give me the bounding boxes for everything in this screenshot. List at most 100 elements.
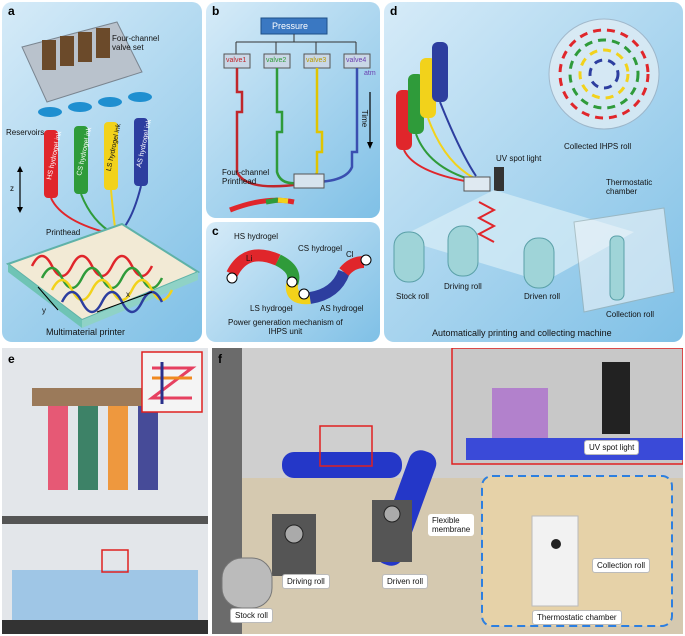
base-e bbox=[2, 620, 208, 634]
four-channel-printhead bbox=[293, 173, 325, 189]
panel-c-caption: Power generation mechanism of IHPS unit bbox=[228, 318, 343, 336]
hs-segment bbox=[226, 249, 281, 278]
trace-valve4 bbox=[311, 68, 359, 184]
driven-roll-label-d: Driven roll bbox=[524, 292, 561, 301]
thermo-label-f: Thermostatic chamber bbox=[532, 610, 622, 625]
atm-label: atm bbox=[364, 70, 376, 77]
stock-roll-d bbox=[393, 231, 425, 283]
panel-e-photo bbox=[2, 348, 208, 634]
panel-a-label: a bbox=[8, 4, 15, 18]
ink-cartridge-cs bbox=[74, 126, 88, 194]
minus-charge-1 bbox=[298, 288, 310, 300]
ls-label: LS hydrogel bbox=[250, 304, 293, 313]
uv-lamp bbox=[494, 167, 504, 191]
tube-green-d bbox=[415, 133, 473, 181]
trace-valve3 bbox=[307, 68, 324, 184]
li-label: Li bbox=[246, 254, 253, 263]
valve4-label: valve4 bbox=[346, 57, 367, 64]
panel-d-illustration bbox=[393, 18, 675, 313]
output-fiber-yellow bbox=[277, 197, 289, 204]
panel-b-illustration bbox=[223, 17, 373, 213]
collected-roll bbox=[548, 18, 660, 130]
zoom-box-f bbox=[319, 425, 373, 467]
collection-roll-label-d: Collection roll bbox=[606, 310, 655, 319]
panel-d-label: d bbox=[390, 4, 398, 18]
driven-roll-label-f: Driven roll bbox=[382, 574, 429, 589]
inset-line-red bbox=[147, 366, 197, 400]
print-bed bbox=[5, 222, 201, 322]
panel-a-illustration bbox=[5, 21, 201, 328]
printhead-label: Printhead bbox=[46, 228, 81, 237]
frame-bar bbox=[2, 516, 208, 524]
valve-3 bbox=[78, 32, 92, 62]
reservoir-4 bbox=[128, 92, 152, 102]
tube-yellow-d bbox=[427, 117, 475, 179]
pressure-label: Pressure bbox=[272, 21, 309, 31]
printhead-d bbox=[463, 176, 491, 192]
printed-pattern-d bbox=[476, 201, 497, 243]
driven-roll-d bbox=[523, 237, 555, 289]
syringe-red bbox=[48, 406, 68, 490]
y-axis-label: y bbox=[42, 306, 46, 315]
membrane-label-f: Flexible membrane bbox=[428, 514, 475, 536]
ink-cartridge-as bbox=[134, 118, 148, 186]
tube-blue-d bbox=[439, 101, 477, 177]
thermo-label-d: Thermostatic chamber bbox=[606, 178, 653, 196]
collected-roll-ring-2 bbox=[568, 38, 640, 110]
panel-e-label: e bbox=[8, 352, 15, 366]
collection-roll-d bbox=[609, 235, 625, 301]
z-axis-label: z bbox=[10, 184, 14, 193]
output-fiber-green bbox=[265, 197, 279, 205]
valve-set-label: Four-channel valve set bbox=[112, 34, 160, 52]
collected-roll-label: Collected IHPS roll bbox=[564, 142, 632, 151]
driving-roller-f bbox=[282, 452, 402, 478]
cl-label: Cl bbox=[346, 250, 354, 259]
printed-line-2 bbox=[40, 266, 164, 290]
time-arrowhead bbox=[367, 142, 373, 149]
panel-c-label: c bbox=[212, 224, 219, 238]
collection-roll-label-f: Collection roll bbox=[592, 558, 651, 573]
printed-line-3 bbox=[50, 278, 174, 302]
x-axis-label: x bbox=[126, 290, 130, 299]
ink-cartridge-ls bbox=[104, 122, 118, 190]
panel-e: e bbox=[2, 348, 208, 634]
panel-b: b Pressure valve1 valve2 valve3 valve4 a… bbox=[206, 2, 380, 218]
print-platform-e bbox=[12, 570, 198, 620]
syringe-navy bbox=[138, 406, 158, 490]
syringe-orange bbox=[108, 406, 128, 490]
as-segment bbox=[308, 269, 350, 304]
tube-red-d bbox=[403, 149, 471, 183]
valve1-label: valve1 bbox=[226, 57, 247, 64]
valve3-label: valve3 bbox=[306, 57, 327, 64]
valve2-label: valve2 bbox=[266, 57, 287, 64]
syringe-green bbox=[78, 406, 98, 490]
print-bed-front bbox=[82, 272, 198, 328]
z-axis-arrowhead-top bbox=[17, 166, 23, 172]
ink-cartridge-hs bbox=[44, 130, 58, 198]
collected-roll-ring-3 bbox=[578, 48, 630, 100]
panel-d-caption: Automatically printing and collecting ma… bbox=[432, 328, 612, 338]
as-label: AS hydrogel bbox=[320, 304, 364, 313]
reservoirs-label: Reservoirs bbox=[6, 128, 45, 137]
plus-charge-2 bbox=[286, 276, 298, 288]
y-axis-arrow bbox=[37, 286, 59, 311]
plus-charge-3 bbox=[360, 254, 372, 266]
driving-roll-label-d: Driving roll bbox=[444, 282, 482, 291]
valve-1 bbox=[42, 40, 56, 70]
valve-4 bbox=[96, 28, 110, 58]
inset-uv-lamp bbox=[602, 362, 630, 434]
hs-label: HS hydrogel bbox=[234, 232, 279, 241]
panel-b-label: b bbox=[212, 4, 220, 18]
membrane-d bbox=[398, 190, 634, 282]
output-fiber-red bbox=[229, 197, 295, 213]
hs-segment-2 bbox=[339, 256, 365, 276]
panel-c-illustration bbox=[226, 249, 372, 305]
valve-2 bbox=[60, 36, 74, 66]
driving-roll-hub bbox=[284, 524, 304, 544]
panel-c: c HS hydrogel CS hydrogel Li Cl LS hydro… bbox=[206, 222, 380, 342]
panel-a-caption: Multimaterial printer bbox=[46, 327, 126, 337]
uv-label-f: UV spot light bbox=[584, 440, 640, 455]
uv-label-d: UV spot light bbox=[496, 154, 542, 163]
stock-roll-label-d: Stock roll bbox=[396, 292, 429, 301]
print-bed-side bbox=[8, 264, 82, 328]
